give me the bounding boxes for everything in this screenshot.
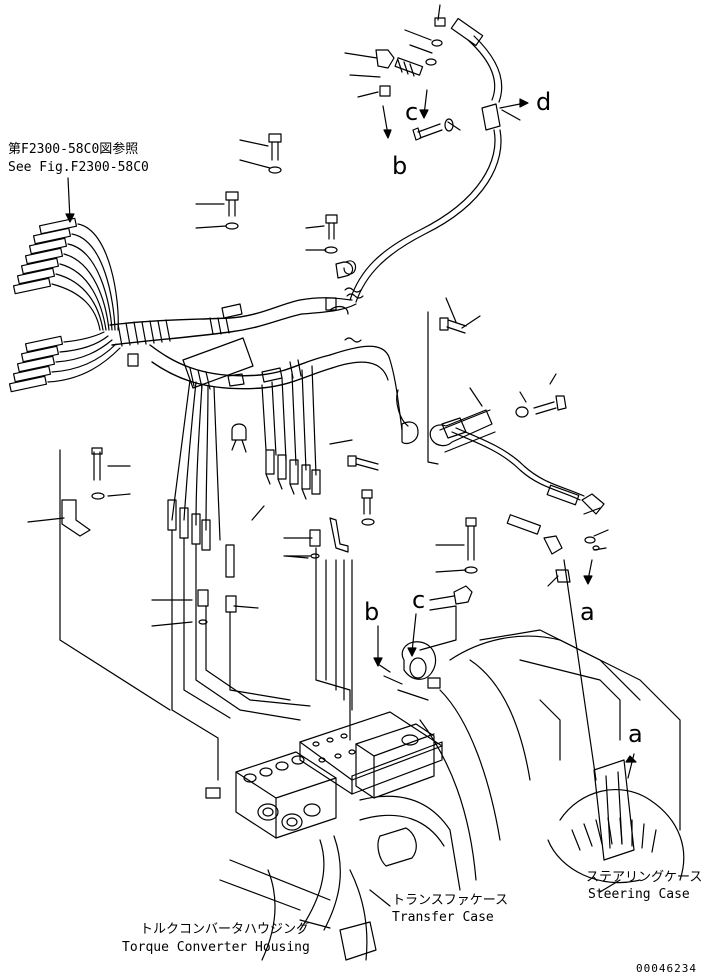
callout-letter-c-upper: c [405, 98, 419, 126]
callout-letter-d: d [536, 88, 552, 116]
right-hose-assembly [396, 373, 609, 587]
figure-reference-en: See Fig.F2300-58C0 [8, 160, 149, 175]
hose-long [349, 129, 496, 301]
transmission-assembly [205, 711, 461, 961]
drawing-number: 00046234 [636, 962, 697, 975]
steering-case-cone [559, 789, 685, 881]
harness-bracket-plate [182, 337, 254, 389]
harness-clamp-3 [227, 373, 245, 387]
grommet [343, 260, 357, 275]
hose-upper [467, 39, 496, 101]
hose-fitting-mid [441, 417, 467, 439]
figure-reference-jp: 第F2300-58C0図参照 [8, 142, 139, 157]
transfer-case-label-jp: トランスファケース [392, 893, 509, 908]
hose-right [451, 431, 581, 501]
bolt-center [347, 455, 379, 471]
lower-wire-runs [59, 449, 457, 781]
housing-top [449, 635, 681, 831]
connector-group-lower [8, 335, 64, 393]
clip-bracket [329, 517, 349, 553]
nut-right [555, 569, 571, 583]
transfer-case-label-en: Transfer Case [392, 910, 494, 925]
torque-converter-label-en: Torque Converter Housing [122, 940, 310, 955]
sensor-a-bracket [593, 759, 635, 861]
callout-letter-a-lower: a [628, 720, 643, 748]
steering-case-label-jp: ステアリングケース [586, 870, 703, 885]
callout-letter-c-lower: c [412, 586, 426, 614]
nut [379, 85, 391, 97]
nut-upper [325, 297, 337, 311]
transfer-flange [377, 827, 417, 867]
valve-block [355, 723, 435, 799]
upper-hose-assembly [344, 4, 529, 303]
hose-fitting-top [450, 17, 484, 47]
connector-group-upper [12, 217, 78, 295]
harness-clamp-1 [221, 303, 243, 319]
bracket-c [453, 585, 473, 605]
sensor-a [197, 589, 209, 607]
washer [431, 39, 443, 47]
label-leaders [65, 177, 621, 929]
steering-case-assembly [383, 559, 685, 884]
nut-harness [127, 353, 139, 367]
lower-callout-arrows [373, 613, 417, 673]
torque-converter-label-jp: トルクコンバータハウジング [140, 922, 310, 937]
speed-sensor [401, 641, 437, 680]
bolt-tall [465, 517, 477, 561]
harness-trunk [109, 299, 301, 326]
hose-clamp-upper [481, 103, 501, 131]
p-clamp-2 [329, 305, 349, 315]
sensor-body [429, 409, 493, 447]
callout-letter-b-upper: b [392, 152, 408, 180]
p-clamp-1 [335, 261, 354, 279]
bolt-right [533, 395, 567, 415]
bracket-left [61, 499, 91, 537]
bolt-upper-right [412, 123, 443, 141]
middle-connectors [27, 423, 478, 627]
cover-plate [299, 711, 443, 781]
control-valve-manifold [235, 751, 337, 839]
threaded-fitting [394, 57, 424, 76]
bolt-center-2 [361, 489, 373, 515]
clamp-center [231, 423, 247, 441]
connector-plug [205, 787, 221, 799]
callout-letter-a-right: a [580, 598, 595, 626]
harness-branch-lower [149, 344, 331, 377]
bolt-left [91, 447, 103, 481]
sensor-b [225, 595, 237, 613]
bolts-upper-center [195, 133, 481, 465]
callout-letter-b-lower: b [364, 598, 380, 626]
hose-upper-2 [473, 35, 503, 103]
steering-case-label-en: Steering Case [588, 887, 690, 902]
elbow-fitting-right [543, 535, 563, 555]
wiring-harness-bundle [8, 217, 403, 541]
torque-converter-bracket [339, 921, 377, 961]
hose-end-fitting [546, 484, 580, 506]
elbow-fitting [375, 49, 395, 69]
bracket-small [401, 421, 419, 445]
